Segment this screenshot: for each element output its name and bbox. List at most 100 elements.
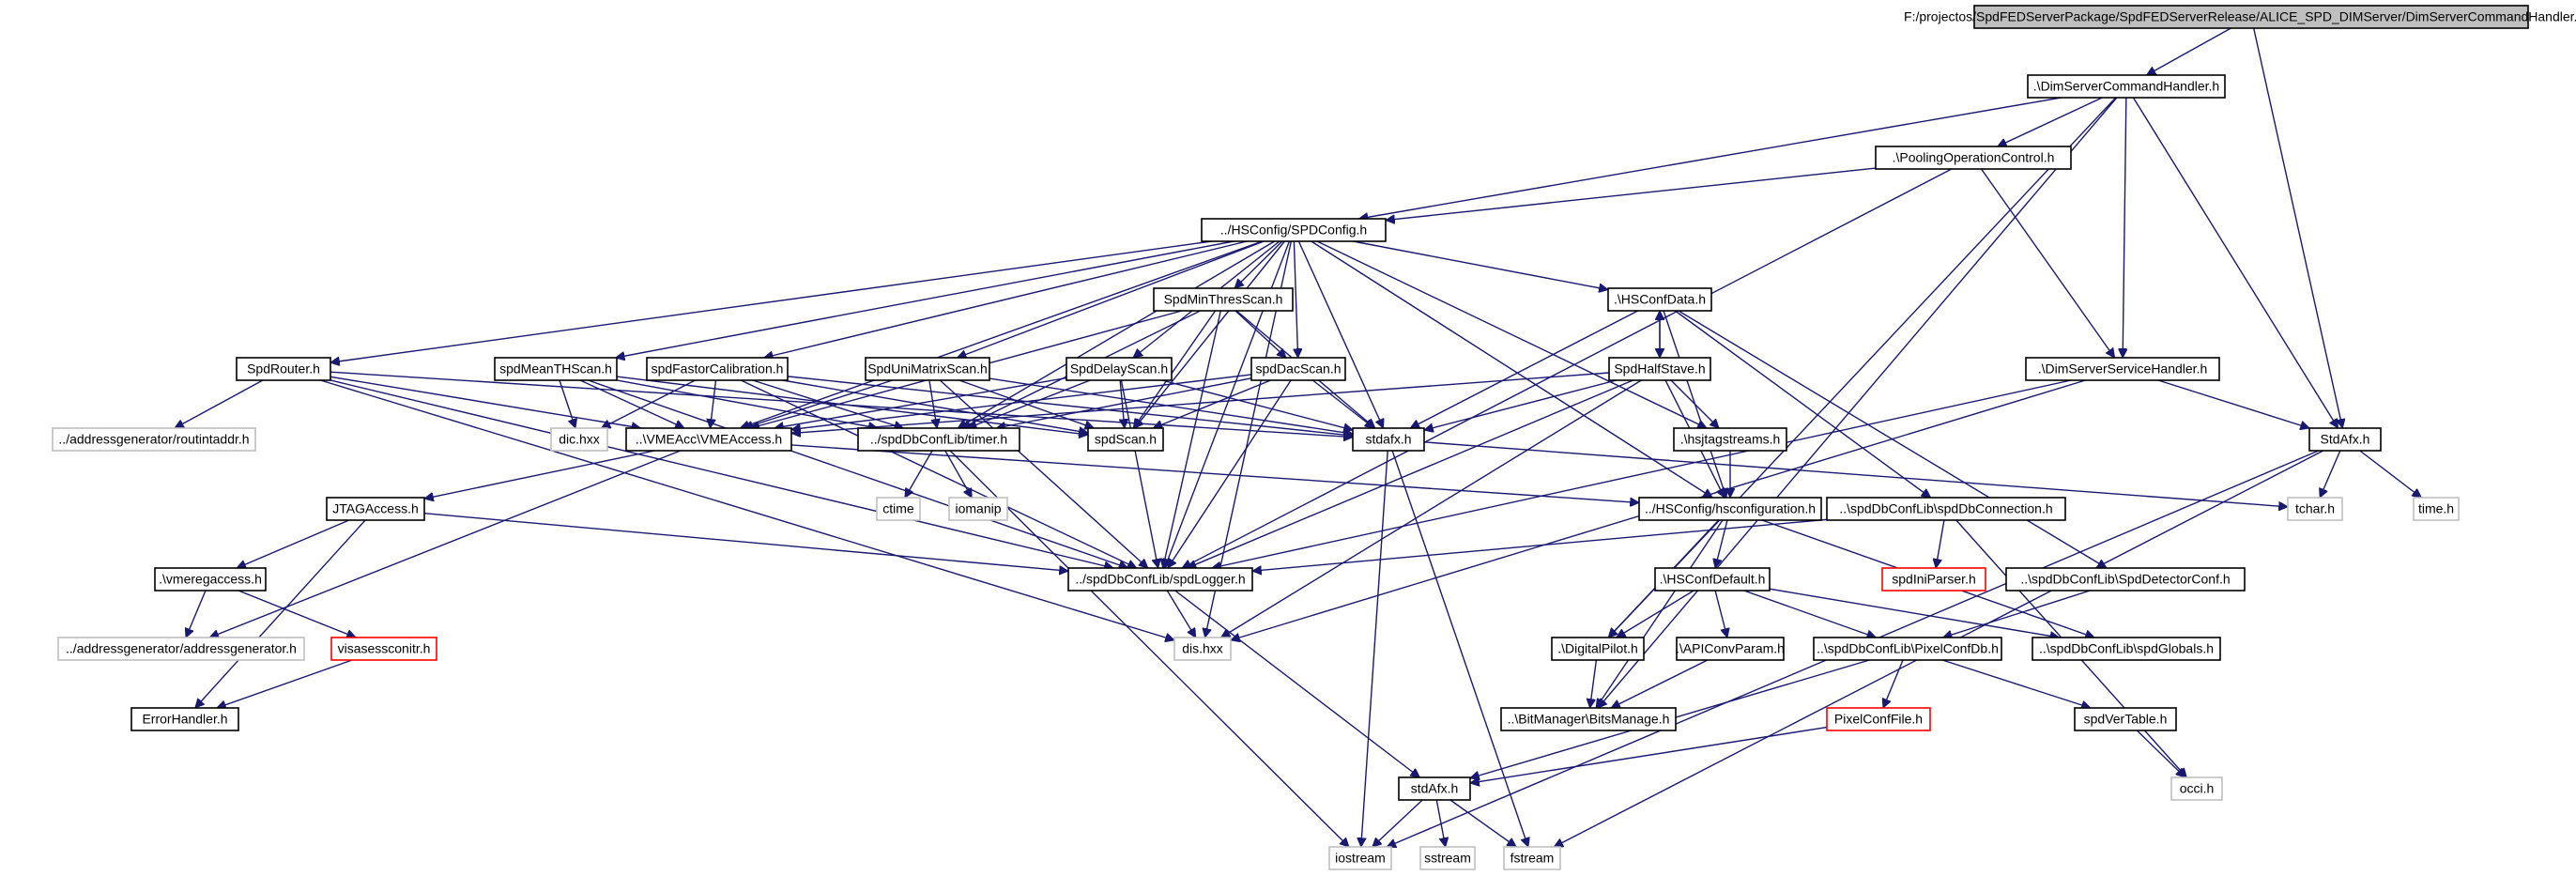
node-apiconvparam[interactable]: .\APIConvParam.h xyxy=(1676,637,1785,661)
edge-stdafx_bottom-to-sstream xyxy=(1435,799,1445,847)
node-hsconfiguration[interactable]: ../HSConfig/hsconfiguration.h xyxy=(1638,497,1822,521)
node-label: dic.hxx xyxy=(559,432,600,447)
node-label: .\HSConfData.h xyxy=(1614,292,1706,307)
edge-timer-to-iomanip xyxy=(944,450,973,498)
node-dsch[interactable]: .\DimServerCommandHandler.h xyxy=(2027,74,2226,99)
edge-hsconfdefault-to-apiconvparam xyxy=(1714,590,1727,638)
node-box xyxy=(2025,357,2220,381)
edge-spdfastor-to-stdafx_lower xyxy=(787,376,1353,436)
node-label: ../HSConfig/SPDConfig.h xyxy=(1220,223,1367,238)
node-hsjtag[interactable]: .\hsjtagstreams.h xyxy=(1673,427,1787,452)
edges-layer xyxy=(175,27,2421,847)
node-spdlogger[interactable]: ../spdDbConfLib/spdLogger.h xyxy=(1067,567,1253,592)
node-label: ../addressgenerator/addressgenerator.h xyxy=(66,641,297,656)
node-spdconfig[interactable]: ../HSConfig/SPDConfig.h xyxy=(1201,218,1387,242)
node-label: ctime xyxy=(882,501,914,516)
node-label: spdFastorCalibration.h xyxy=(652,361,784,377)
node-spddac[interactable]: spdDacScan.h xyxy=(1250,357,1346,381)
edge-spddelay-to-spdscan xyxy=(1120,379,1125,428)
node-ctime: ctime xyxy=(876,497,921,521)
edge-hsconfdata-to-spddbconnection xyxy=(1674,310,1930,498)
edge-spdunimatrix-to-spdscan xyxy=(958,379,1094,428)
node-spdmeanth[interactable]: spdMeanTHScan.h xyxy=(494,357,618,381)
node-jtagaccess[interactable]: JTAGAccess.h xyxy=(326,497,425,521)
edge-stdafx_lower-to-fstream xyxy=(1391,450,1528,847)
node-box xyxy=(1676,637,1785,661)
edge-spdconfig-to-hsjtag xyxy=(1316,240,1707,428)
node-spdunimatrix[interactable]: SpdUniMatrixScan.h xyxy=(865,357,990,381)
node-timer[interactable]: ../spdDbConfLib/timer.h xyxy=(857,427,1020,452)
node-hsconfdefault[interactable]: .\HSConfDefault.h xyxy=(1654,567,1771,592)
node-label: .\DigitalPilot.h xyxy=(1557,641,1638,656)
node-spdscan[interactable]: spdScan.h xyxy=(1087,427,1164,452)
node-label: fstream xyxy=(1510,851,1555,866)
node-poc[interactable]: .\PoolingOperationControl.h xyxy=(1875,146,2072,170)
node-spdglobals[interactable]: ..\spdDbConfLib\spdGlobals.h xyxy=(2032,637,2221,661)
edge-spddbconnection-to-spdlogger xyxy=(1252,518,1828,571)
node-label: spdMeanTHScan.h xyxy=(499,361,612,377)
node-box xyxy=(1328,846,1392,870)
edge-spdhalfstave-to-stdafx_lower xyxy=(1424,379,1617,430)
node-label: spdVerTable.h xyxy=(2084,712,2168,727)
node-label: ../addressgenerator/routintaddr.h xyxy=(58,432,249,447)
node-box xyxy=(1973,5,2529,29)
node-errorhandler[interactable]: ErrorHandler.h xyxy=(130,707,239,731)
edge-spdlogger-to-stdafx_bottom xyxy=(1174,590,1420,777)
edge-spdlogger-to-dishxx xyxy=(1166,590,1197,638)
node-visasesscontr[interactable]: visasessconitr.h xyxy=(330,637,437,661)
node-spdfastor[interactable]: spdFastorCalibration.h xyxy=(646,357,789,381)
edge-spdconfig-to-spdrouter xyxy=(330,240,1212,362)
node-spddetectorconf[interactable]: ..\spdDbConfLib\SpdDetectorConf.h xyxy=(2005,567,2246,592)
node-dssh[interactable]: .\DimServerServiceHandler.h xyxy=(2025,357,2220,381)
node-vmeregaccess[interactable]: .\vmeregaccess.h xyxy=(154,567,267,592)
edge-spdconfig-to-spdunimatrix xyxy=(958,240,1265,358)
edge-spdconfig-to-timer xyxy=(958,240,1276,429)
edge-hsconfdefault-to-spdglobals xyxy=(1769,588,2059,638)
node-spddbconnection[interactable]: ..\spdDbConfLib\spdDbConnection.h xyxy=(1826,497,2066,521)
node-root[interactable]: F:/projectos/SpdFEDServerPackage/SpdFEDS… xyxy=(1904,5,2576,29)
node-spdrouter[interactable]: SpdRouter.h xyxy=(236,357,331,381)
node-label: tchar.h xyxy=(2295,501,2335,516)
edge-root-to-stdafx_big xyxy=(2252,27,2343,428)
node-box xyxy=(1066,357,1173,381)
node-box xyxy=(494,357,618,381)
edge-vmeregaccess-to-addressgenerator xyxy=(186,590,207,638)
node-vmeaccess[interactable]: ..\VMEAcc\VMEAccess.h xyxy=(625,427,792,452)
node-box xyxy=(1173,637,1232,661)
node-pixelconffile[interactable]: PixelConfFile.h xyxy=(1826,707,1931,731)
node-box xyxy=(236,357,331,381)
edge-timer-to-iostream xyxy=(949,450,1349,847)
node-pixelconfdb[interactable]: ..\spdDbConfLib\PixelConfDb.h xyxy=(1813,637,2002,661)
node-spdminthres[interactable]: SpdMinThresScan.h xyxy=(1153,287,1294,312)
node-box xyxy=(2287,497,2343,521)
node-label: ..\VMEAcc\VMEAccess.h xyxy=(636,432,782,447)
node-bitsmanage[interactable]: ..\BitManager\BitsManage.h xyxy=(1500,707,1677,731)
node-stdafx_bottom[interactable]: stdAfx.h xyxy=(1398,776,1471,801)
node-label: ..\spdDbConfLib\SpdDetectorConf.h xyxy=(2020,572,2230,587)
edge-pixelconffile-to-stdafx_bottom xyxy=(1470,726,1828,783)
node-spdhalfstave[interactable]: SpdHalfStave.h xyxy=(1608,357,1711,381)
node-spdvertable[interactable]: spdVerTable.h xyxy=(2074,707,2177,731)
node-stdafx_big[interactable]: StdAfx.h xyxy=(2308,427,2382,452)
edge-spddac-to-stdafx_lower xyxy=(1311,379,1373,428)
node-occih: occi.h xyxy=(2170,776,2223,801)
node-box xyxy=(2074,707,2177,731)
node-dichxx: dic.hxx xyxy=(550,427,608,452)
node-digitalpilot[interactable]: .\DigitalPilot.h xyxy=(1551,637,1645,661)
node-stdafx_lower[interactable]: stdafx.h xyxy=(1352,427,1425,452)
node-box xyxy=(1153,287,1294,312)
node-label: PixelConfFile.h xyxy=(1834,712,1923,727)
node-box xyxy=(52,427,256,452)
node-hsconfdata[interactable]: .\HSConfData.h xyxy=(1607,287,1712,312)
node-box xyxy=(1813,637,2002,661)
node-label: spdScan.h xyxy=(1095,432,1157,447)
node-fstream: fstream xyxy=(1503,846,1561,870)
node-box xyxy=(1826,497,2066,521)
node-box xyxy=(646,357,789,381)
node-label: .\vmeregaccess.h xyxy=(159,572,262,587)
edge-pixelconfdb-to-spdvertable xyxy=(1941,659,2091,708)
nodes-layer: F:/projectos/SpdFEDServerPackage/SpdFEDS… xyxy=(52,5,2576,870)
node-spdiniparser[interactable]: spdIniParser.h xyxy=(1881,567,1986,592)
node-spddelay[interactable]: SpdDelayScan.h xyxy=(1066,357,1173,381)
